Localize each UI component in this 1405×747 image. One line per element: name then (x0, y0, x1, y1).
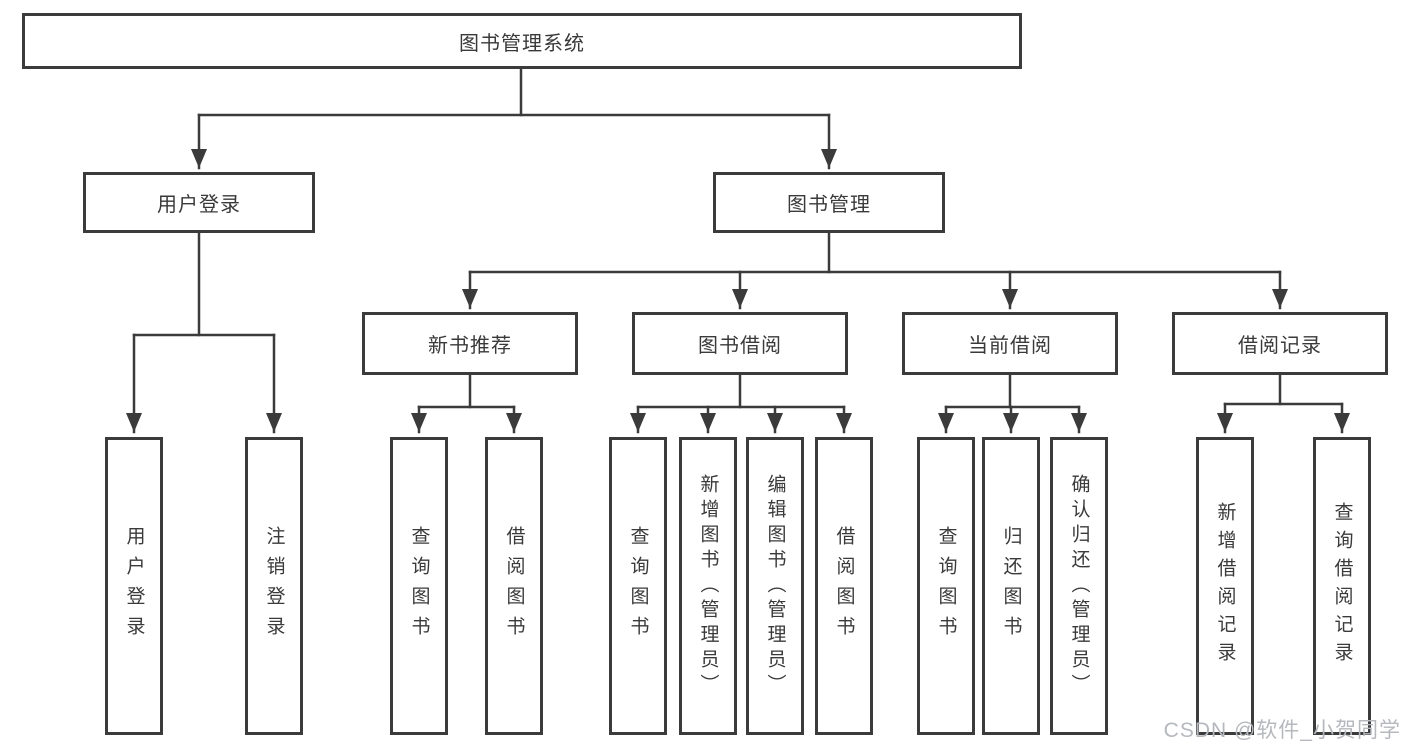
connector-user-login (126, 231, 282, 434)
node-new-book-recommend: 新书推荐 (362, 312, 578, 375)
leaf-query-books-2: 查询图书 (609, 437, 667, 735)
connector-book-management (462, 231, 1288, 310)
csdn-watermark: CSDN @软件_小贺同学 (1163, 719, 1401, 742)
connector-root (191, 67, 837, 170)
leaf-query-books-3: 查询图书 (917, 437, 975, 735)
node-book-borrow: 图书借阅 (632, 312, 848, 375)
connector-book-borrow (630, 373, 852, 434)
leaf-user-login: 用户登录 (105, 437, 163, 735)
leaf-edit-books-admin: 编辑图书（管理员） (746, 437, 804, 735)
connector-borrow-records (1217, 373, 1350, 434)
connector-new-book-recommend (411, 373, 522, 434)
node-book-management: 图书管理 (713, 172, 945, 233)
node-borrow-records: 借阅记录 (1172, 312, 1388, 375)
node-library-system: 图书管理系统 (22, 13, 1022, 69)
node-user-login: 用户登录 (83, 172, 315, 233)
node-current-borrow: 当前借阅 (902, 312, 1118, 375)
leaf-borrow-books-1: 借阅图书 (485, 437, 543, 735)
leaf-borrow-books-2: 借阅图书 (815, 437, 873, 735)
leaf-logout: 注销登录 (245, 437, 303, 735)
leaf-confirm-return-admin: 确认归还（管理员） (1050, 437, 1108, 735)
leaf-return-books: 归还图书 (982, 437, 1040, 735)
connector-current-borrow (938, 373, 1087, 434)
leaf-add-books-admin: 新增图书（管理员） (679, 437, 737, 735)
leaf-add-borrow-record: 新增借阅记录 (1196, 437, 1254, 735)
leaf-query-borrow-record: 查询借阅记录 (1313, 437, 1371, 735)
leaf-query-books-1: 查询图书 (390, 437, 448, 735)
